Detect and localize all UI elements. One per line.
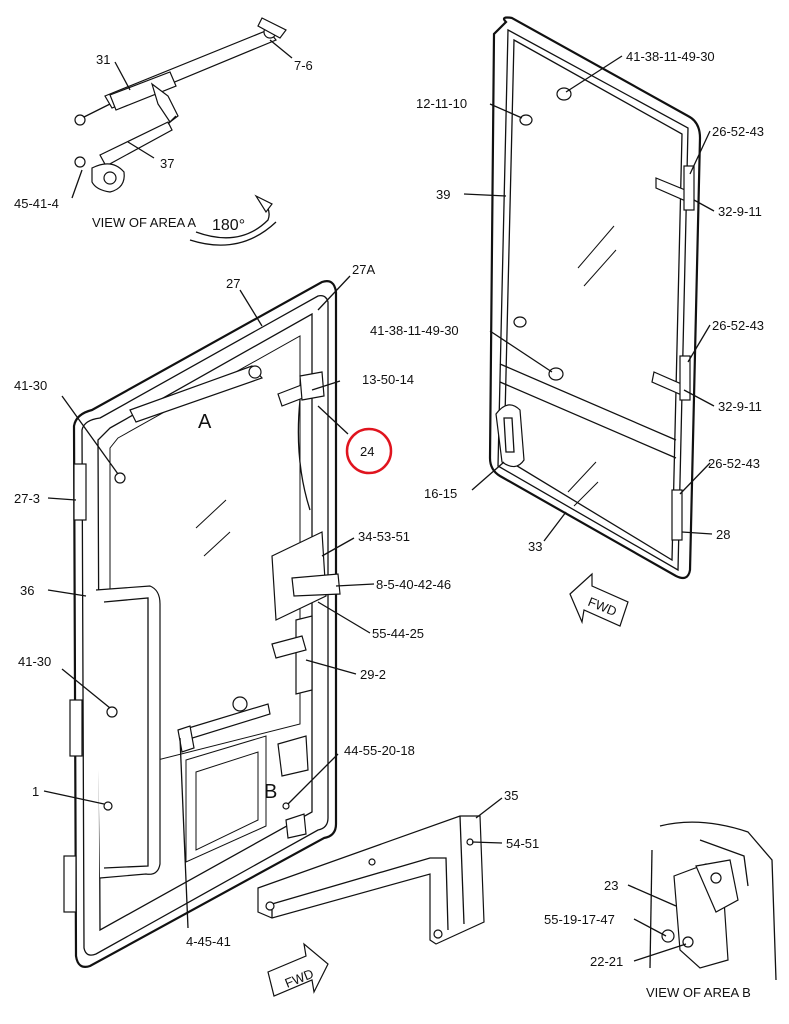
callout-28: 28 — [716, 527, 730, 542]
callout-36: 36 — [20, 583, 34, 598]
view-area-a-label: VIEW OF AREA A — [92, 215, 196, 230]
callout-32-9-11-b: 32-9-11 — [718, 399, 762, 414]
callout-4-45-41: 4-45-41 — [186, 934, 231, 949]
callout-24: 24 — [360, 444, 374, 459]
bracket-35 — [257, 815, 485, 945]
callout-1: 1 — [32, 784, 39, 799]
right-door-assembly — [488, 16, 702, 580]
callout-32-9-11-a: 32-9-11 — [718, 204, 762, 219]
rotation-180-label: 180° — [212, 217, 245, 234]
callout-27-3: 27-3 — [14, 491, 40, 506]
area-b-marker: B — [264, 781, 277, 803]
callout-54-51: 54-51 — [506, 836, 539, 851]
callout-26-52-43-b: 26-52-43 — [712, 318, 764, 333]
callout-27a: 27A — [352, 262, 375, 277]
callout-41-38-11-49-30-top: 41-38-11-49-30 — [626, 49, 715, 64]
callout-26-52-43-a: 26-52-43 — [712, 124, 764, 139]
callout-16-15: 16-15 — [424, 486, 457, 501]
area-a-marker: A — [198, 411, 212, 433]
callout-34-53-51: 34-53-51 — [358, 529, 410, 544]
callout-labels: 31 7-6 37 45-41-4 VIEW OF AREA A 180° 27… — [14, 49, 764, 1000]
callout-8-5-40-42-46: 8-5-40-42-46 — [376, 577, 451, 592]
callout-45-41-4: 45-41-4 — [14, 196, 59, 211]
callout-23: 23 — [604, 878, 618, 893]
callout-41-38-11-49-30-mid: 41-38-11-49-30 — [370, 323, 459, 338]
callout-33: 33 — [528, 539, 542, 554]
callout-26-52-43-c: 26-52-43 — [708, 456, 760, 471]
callout-7-6: 7-6 — [294, 58, 313, 73]
fwd-arrow-right — [569, 572, 629, 627]
callout-12-11-10: 12-11-10 — [416, 96, 467, 111]
callout-55-44-25: 55-44-25 — [372, 626, 424, 641]
leader-lines — [43, 39, 715, 962]
view-area-a-assembly — [74, 17, 287, 246]
main-door-assembly — [63, 280, 341, 968]
callout-44-55-20-18: 44-55-20-18 — [344, 743, 415, 758]
callout-41-30-top: 41-30 — [14, 378, 47, 393]
callout-29-2: 29-2 — [360, 667, 386, 682]
view-area-b-detail — [649, 821, 777, 981]
callout-39: 39 — [436, 187, 450, 202]
callout-27: 27 — [226, 276, 240, 291]
callout-37: 37 — [160, 156, 174, 171]
fwd-arrow-bottom — [267, 942, 329, 997]
highlight-circle — [345, 427, 393, 475]
callout-13-50-14: 13-50-14 — [362, 372, 414, 387]
callout-22-21: 22-21 — [590, 954, 623, 969]
view-area-b-label: VIEW OF AREA B — [646, 985, 751, 1000]
callout-41-30-mid: 41-30 — [18, 654, 51, 669]
callout-31: 31 — [96, 52, 110, 67]
callout-35: 35 — [504, 788, 518, 803]
callout-55-19-17-47: 55-19-17-47 — [544, 912, 615, 927]
